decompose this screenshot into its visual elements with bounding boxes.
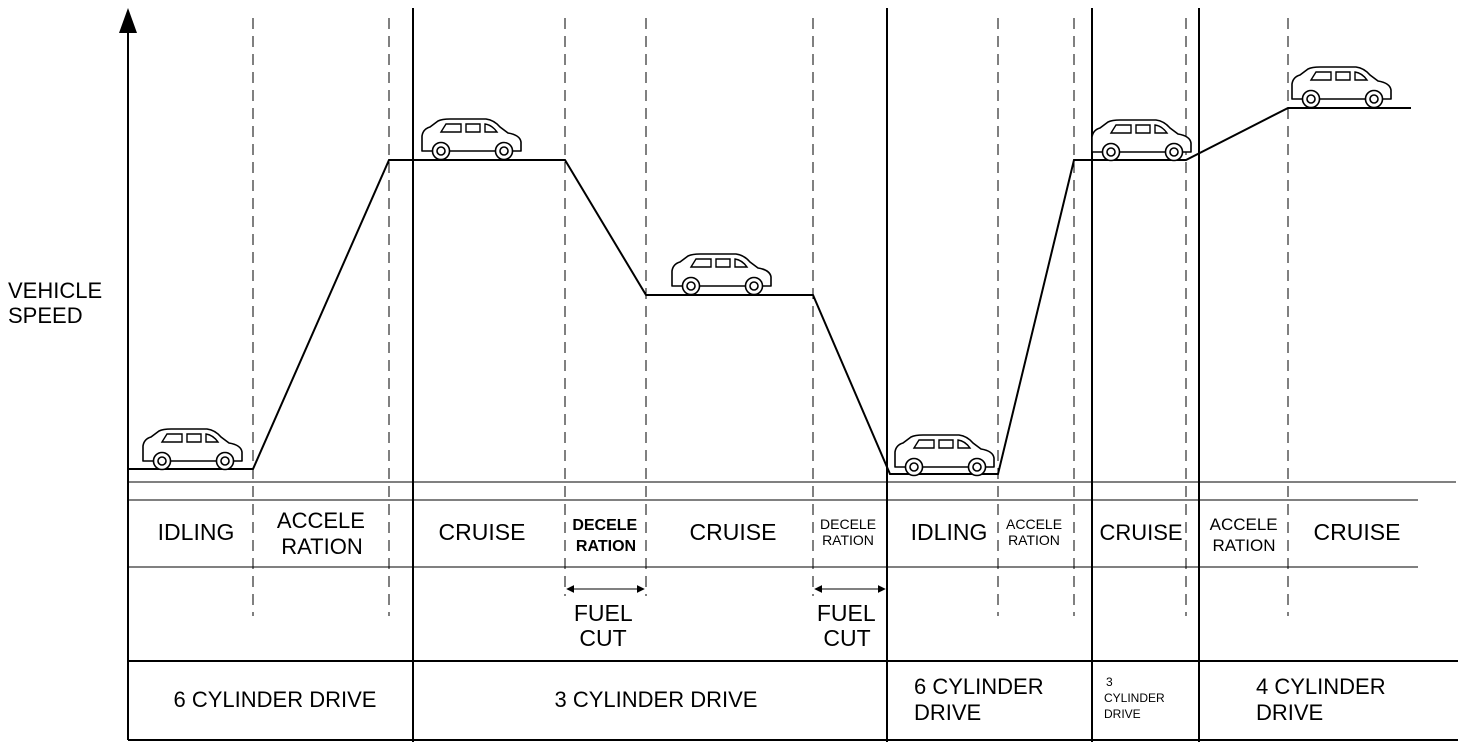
fuel-cut-label-2: FUEL CUT: [817, 600, 881, 651]
drive-mode-six-cylinder-1: 6 CYLINDER DRIVE: [174, 687, 377, 712]
phase-label-line: RATION: [1008, 532, 1060, 548]
mode-dividers: [412, 8, 1200, 742]
drive-mode-line: 3 CYLINDER DRIVE: [555, 687, 758, 712]
mode-band-lines: [128, 660, 1458, 741]
drive-mode-line: 4 CYLINDER: [1256, 674, 1386, 699]
drive-mode-line: 6 CYLINDER: [914, 674, 1044, 699]
drive-mode-line: 3: [1106, 675, 1113, 689]
fuel-cut-line: FUEL: [817, 600, 876, 626]
phase-band-lines: [128, 499, 1418, 568]
phase-acceleration-3: ACCELE RATION: [1210, 515, 1283, 555]
car-icon: [1091, 119, 1192, 162]
phase-label-line: IDLING: [158, 519, 235, 545]
phase-label-line: ACCELE: [277, 508, 365, 533]
phase-label-line: DECELE: [820, 516, 876, 532]
car-icon: [671, 253, 772, 296]
phase-dividers: [252, 18, 1289, 616]
y-axis-label-line: VEHICLE: [8, 278, 102, 303]
car-icon: [142, 428, 243, 471]
phase-label-line: CRUISE: [1099, 520, 1182, 545]
fuel-cut-label-1: FUEL CUT: [574, 600, 638, 651]
drive-mode-line: CYLINDER: [1104, 691, 1165, 705]
drive-mode-four-cylinder: 4 CYLINDER DRIVE: [1256, 674, 1392, 725]
phase-cruise-1: CRUISE: [439, 519, 526, 545]
phase-label-line: CRUISE: [690, 519, 777, 545]
phase-label-line: RATION: [1213, 536, 1276, 555]
y-axis-label: VEHICLE SPEED: [8, 278, 108, 328]
phase-label-line: IDLING: [911, 519, 988, 545]
drive-mode-labels: 6 CYLINDER DRIVE 3 CYLINDER DRIVE 6 CYLI…: [174, 674, 1392, 725]
phase-idling-2: IDLING: [911, 519, 988, 545]
vehicle-speed-profile: [128, 107, 1411, 475]
phase-idling-1: IDLING: [158, 519, 235, 545]
drive-mode-six-cylinder-2: 6 CYLINDER DRIVE: [914, 674, 1050, 725]
phase-acceleration-2: ACCELE RATION: [1006, 516, 1066, 548]
phase-label-line: ACCELE: [1006, 516, 1062, 532]
phase-label-line: CRUISE: [439, 519, 526, 545]
phase-deceleration-1: DECELE RATION: [572, 517, 641, 555]
fuel-cut-line: FUEL: [574, 600, 633, 626]
phase-cruise-3: CRUISE: [1099, 520, 1182, 545]
drive-mode-three-cylinder-1: 3 CYLINDER DRIVE: [555, 687, 758, 712]
y-axis-label-line: SPEED: [8, 303, 83, 328]
car-icon: [1291, 66, 1392, 109]
phase-deceleration-2: DECELE RATION: [820, 516, 880, 548]
phase-labels: IDLING ACCELE RATION CRUISE DECELE RATIO…: [158, 508, 1401, 559]
phase-cruise-4: CRUISE: [1314, 519, 1401, 545]
phase-label-line: CRUISE: [1314, 519, 1401, 545]
drive-mode-line: 6 CYLINDER DRIVE: [174, 687, 377, 712]
drive-mode-line: DRIVE: [914, 700, 981, 725]
drive-mode-three-cylinder-2: 3 CYLINDER DRIVE: [1104, 675, 1168, 721]
drive-mode-line: DRIVE: [1104, 707, 1141, 721]
phase-cruise-2: CRUISE: [690, 519, 777, 545]
car-icon: [894, 434, 995, 477]
phase-label-line: DECELE: [572, 517, 637, 534]
y-axis-arrow-icon: [119, 8, 137, 33]
fuel-cut-line: CUT: [823, 625, 870, 651]
phase-label-line: RATION: [822, 532, 874, 548]
phase-acceleration-1: ACCELE RATION: [277, 508, 371, 559]
car-icon: [421, 118, 522, 161]
phase-label-line: RATION: [576, 538, 636, 555]
phase-label-line: ACCELE: [1210, 515, 1278, 534]
drive-mode-line: DRIVE: [1256, 700, 1323, 725]
phase-label-line: RATION: [281, 534, 362, 559]
fuel-cut-line: CUT: [579, 625, 626, 651]
